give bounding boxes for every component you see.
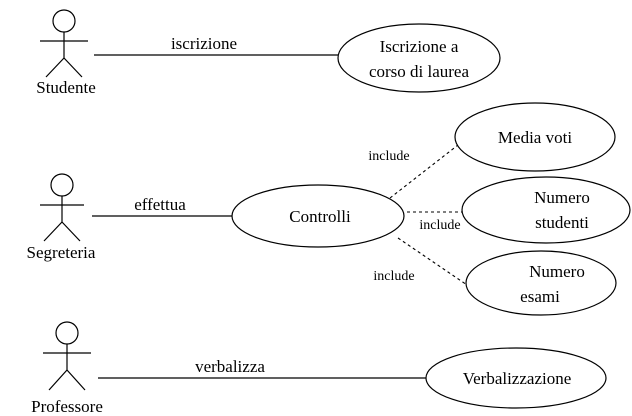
actor-right-leg [63,57,83,78]
association-verbalizza: verbalizza [98,357,426,379]
association-effettua: effettua [92,195,232,217]
actor-left-leg [45,57,65,78]
actor-right-leg [61,221,81,242]
actor-segreteria: Segreteria [27,173,96,262]
use-case-label-line-1: Numero [534,188,590,207]
use-case-label-line-1: Iscrizione a [380,37,459,56]
use-case-numero-studenti: Numero studenti [461,176,631,244]
use-case-media-voti: Media voti [454,102,616,172]
include-numero-esami: include [373,237,471,288]
actor-professore: Professore [31,321,103,416]
actor-head [55,321,79,345]
include-line [389,144,459,199]
actor-left-leg [43,221,63,242]
actor-label: Studente [36,78,96,97]
use-case-label-line-2: studenti [535,213,589,232]
use-case-label: Media voti [498,128,572,147]
association-iscrizione: iscrizione [94,34,338,56]
use-case-iscrizione: Iscrizione a corso di laurea [337,23,501,93]
use-case-verbalizzazione: Verbalizzazione [425,347,607,409]
use-case-label-line-1: Numero [529,262,585,281]
actor-head [52,9,76,33]
use-case-label-line-2: esami [520,287,560,306]
association-label: effettua [134,195,186,214]
include-label: include [419,218,460,233]
use-case-label-line-2: corso di laurea [369,62,470,81]
association-label: verbalizza [195,357,265,376]
include-media-voti: include [368,144,459,199]
include-line [397,237,471,288]
use-case-controlli: Controlli [231,184,405,248]
use-case-label: Controlli [289,207,351,226]
actor-label: Professore [31,397,103,416]
use-case-ellipse [425,347,607,409]
use-case-ellipse [454,102,616,172]
use-case-label: Verbalizzazione [463,369,572,388]
association-label: iscrizione [171,34,237,53]
actor-right-leg [66,369,86,391]
include-label: include [368,149,409,164]
actor-studente: Studente [36,9,96,97]
use-case-ellipse [231,184,405,248]
actor-label: Segreteria [27,243,96,262]
actor-head [50,173,74,197]
include-label: include [373,269,414,284]
use-case-ellipse [461,176,631,244]
use-case-ellipse [337,23,501,93]
use-case-ellipse [465,250,617,316]
use-case-numero-esami: Numero esami [465,250,617,316]
include-numero-studenti: include [407,211,462,233]
actor-left-leg [48,369,68,391]
